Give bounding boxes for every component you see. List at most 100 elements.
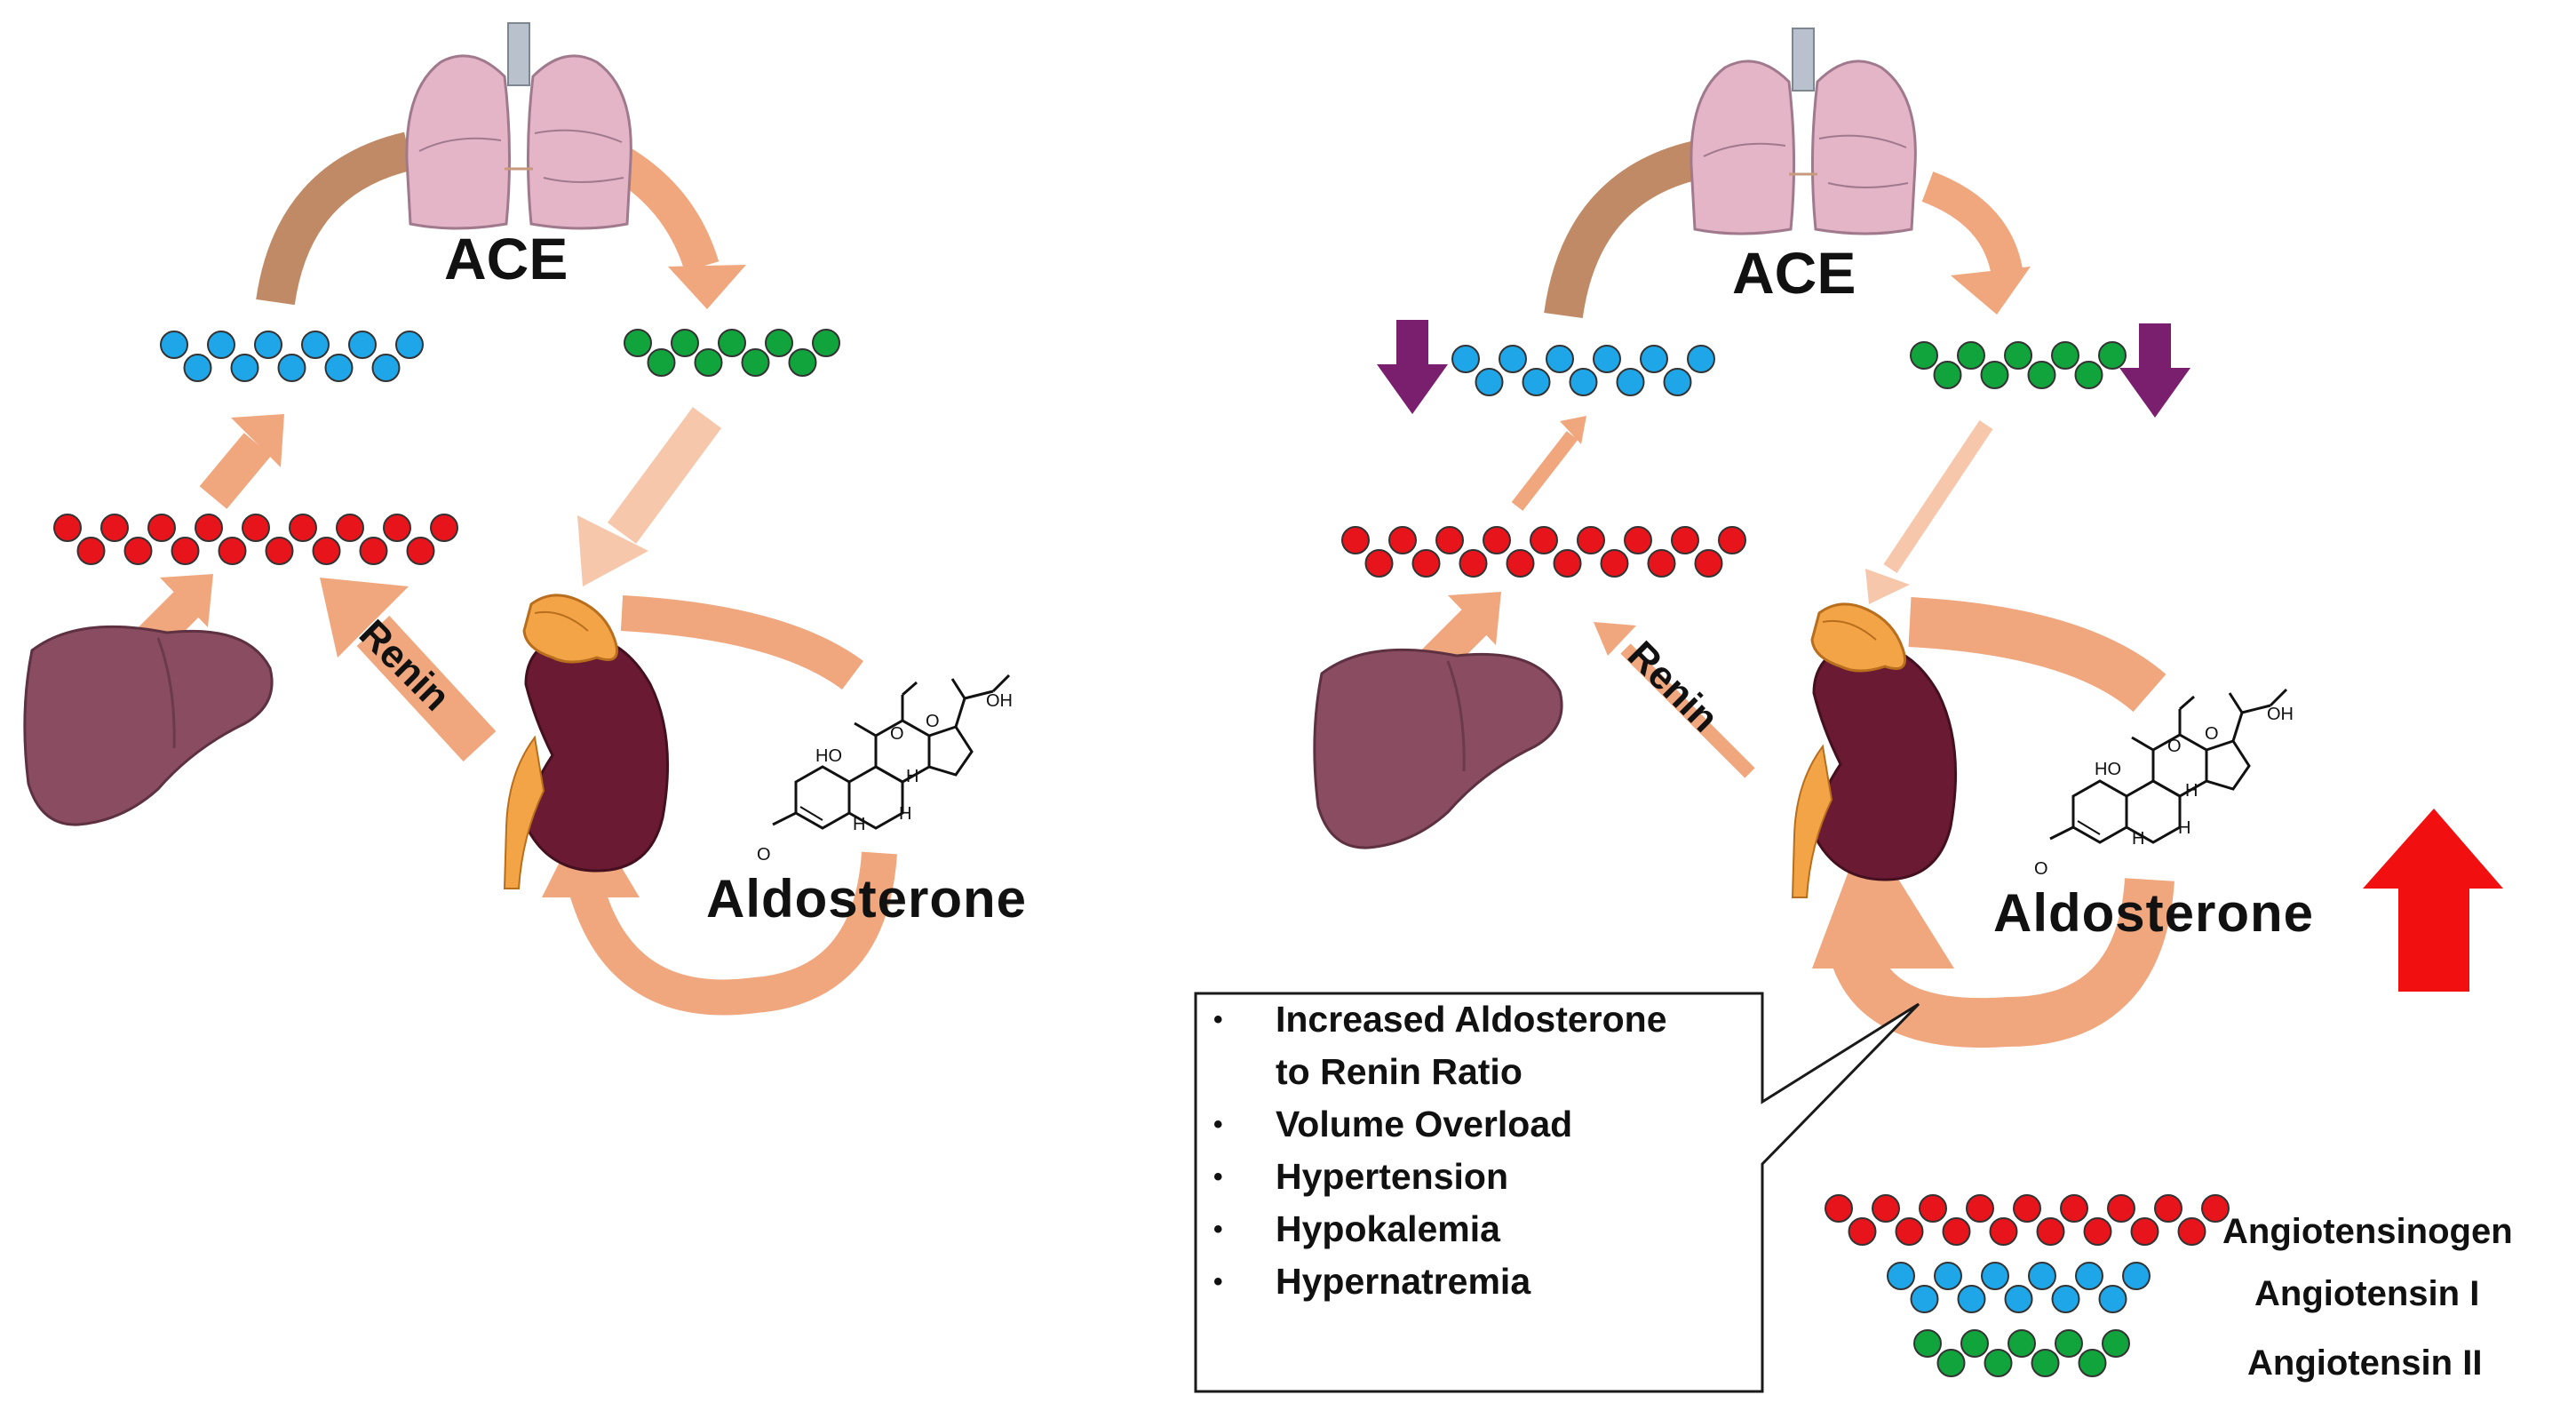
- lung-icon-right: [1690, 27, 1917, 235]
- angiotensin-ii-residue: [718, 329, 746, 357]
- arrowhead-to-adrenal-left: [577, 515, 648, 586]
- angiotensin-ii-residue: [741, 348, 770, 377]
- arrow-aldosterone-loop-right: [1833, 877, 2174, 1048]
- molecule-atom-labels-left: OH HO O O O H H H: [757, 691, 1013, 865]
- angiotensin-i-residue: [1522, 368, 1551, 396]
- angiotensin-i-residue: [1616, 368, 1645, 396]
- legend-angiotensinogen-residue: [1989, 1217, 2018, 1246]
- angiotensin-ii-residue: [2098, 341, 2127, 370]
- angiotensinogen-residue: [218, 537, 247, 565]
- angiotensinogen-residue: [1530, 526, 1558, 554]
- arrow-aldosterone-loop-left: [568, 851, 897, 1016]
- legend-angiotensinogen-residue: [1825, 1194, 1853, 1223]
- svg-text:H: H: [853, 815, 865, 834]
- angiotensinogen-residue: [1718, 526, 1746, 554]
- angiotensin-i-residue: [1499, 345, 1527, 373]
- ace-label-right: ACE: [1732, 240, 1856, 306]
- angiotensinogen-residue: [1483, 526, 1511, 554]
- legend-angiotensin-i-residue: [1887, 1262, 1915, 1290]
- angiotensinogen-residue: [1388, 526, 1417, 554]
- angiotensinogen-residue: [265, 537, 294, 565]
- effect-item: Hypokalemia: [1196, 1203, 1755, 1256]
- effect-item: Increased Aldosterone to Renin Ratio: [1196, 993, 1693, 1098]
- svg-text:O: O: [2205, 724, 2219, 744]
- angiotensinogen-residue: [123, 537, 153, 565]
- effect-item: Hypertension: [1196, 1151, 1755, 1203]
- legend-angiotensin-ii-residue: [2055, 1329, 2083, 1358]
- angiotensin-ii-residue: [788, 348, 817, 377]
- angiotensin-ii-residue: [1980, 361, 2009, 389]
- arrow-ace-to-angiotensin-ii-right: [1921, 171, 2023, 279]
- angiotensinogen-chain-right: [1341, 526, 1746, 578]
- angiotensin-ii-residue: [812, 329, 840, 357]
- legend-angiotensin-i-residue: [2098, 1285, 2127, 1313]
- legend-angiotensinogen-residue: [2083, 1217, 2112, 1246]
- arrow-angiotensin-ii-to-adrenal: [607, 407, 722, 544]
- arrowhead-loop-right: [1812, 826, 1954, 969]
- legend-angiotensinogen-residue: [1872, 1194, 1900, 1223]
- angiotensin-ii-residue: [671, 329, 699, 357]
- legend-angiotensin-i-residue: [2028, 1262, 2056, 1290]
- down-arrow-angiotensin-i-icon: [1377, 320, 1448, 414]
- angiotensinogen-residue: [1600, 549, 1629, 578]
- steroid-molecule-icon-right: [2048, 688, 2288, 844]
- arrowhead-to-angiotensinogen-right: [1448, 592, 1501, 645]
- legend-angiotensin-i-residue: [2075, 1262, 2103, 1290]
- legend-angiotensin-ii-residue: [1913, 1329, 1942, 1358]
- svg-text:OH: OH: [986, 691, 1013, 711]
- legend-angiotensin-ii-residue: [2031, 1349, 2060, 1377]
- effect-item: Hypernatremia: [1196, 1256, 1755, 1308]
- angiotensinogen-residue: [1553, 549, 1582, 578]
- angiotensin-i-residue: [230, 354, 259, 382]
- angiotensinogen-residue: [147, 514, 176, 542]
- legend-angiotensinogen-residue: [2107, 1194, 2135, 1223]
- svg-text:O: O: [2167, 737, 2182, 756]
- angiotensin-ii-residue: [624, 329, 652, 357]
- angiotensin-ii-chain-right: [1910, 341, 2127, 389]
- angiotensin-ii-residue: [647, 348, 676, 377]
- angiotensinogen-residue: [242, 514, 270, 542]
- angiotensinogen-residue: [336, 514, 364, 542]
- angiotensin-i-residue: [160, 331, 188, 359]
- angiotensin-i-residue: [1687, 345, 1715, 373]
- angiotensin-i-residue: [301, 331, 330, 359]
- down-arrow-angiotensin-ii-icon: [2119, 323, 2190, 418]
- angiotensin-ii-residue: [1957, 341, 1985, 370]
- legend-angiotensinogen-swatch: [1825, 1194, 2230, 1246]
- aldosterone-label-left: Aldosterone: [706, 869, 1027, 929]
- legend-angiotensin-ii-residue: [2102, 1329, 2130, 1358]
- liver-icon: [23, 625, 274, 826]
- legend-angiotensinogen-residue: [2177, 1217, 2206, 1246]
- angiotensin-i-residue: [1451, 345, 1480, 373]
- legend-angiotensin-i-residue: [1910, 1285, 1939, 1313]
- lung-icon: [405, 21, 632, 230]
- svg-text:O: O: [757, 845, 771, 865]
- arrow-angiotensinogen-to-angiotensin-i: [199, 433, 272, 509]
- arrowhead-renin-left: [320, 578, 409, 658]
- svg-text:H: H: [2132, 829, 2144, 849]
- legend-angiotensin-i-residue: [1957, 1285, 1986, 1313]
- legend-angiotensin-i-residue: [1934, 1262, 1962, 1290]
- angiotensinogen-residue: [53, 514, 82, 542]
- legend-angiotensinogen-residue: [2060, 1194, 2088, 1223]
- angiotensin-ii-residue: [2074, 361, 2103, 389]
- svg-text:O: O: [2034, 859, 2048, 879]
- angiotensin-i-residue: [277, 354, 306, 382]
- svg-text:H: H: [899, 804, 911, 824]
- legend-angiotensin-i-residue: [2122, 1262, 2151, 1290]
- ace-label-left: ACE: [444, 226, 568, 291]
- arrowhead-to-angiotensin-i-right: [1560, 416, 1586, 444]
- kidney-icon: [503, 594, 670, 890]
- angiotensin-ii-residue: [2004, 341, 2032, 370]
- effect-item: Volume Overload: [1196, 1098, 1755, 1151]
- liver-icon-right: [1313, 648, 1563, 849]
- arrow-kidney-to-aldosterone-left: [620, 595, 863, 690]
- angiotensinogen-residue: [195, 514, 223, 542]
- svg-text:H: H: [2185, 781, 2198, 801]
- renin-label-left: Renin: [351, 611, 458, 719]
- angiotensinogen-residue: [312, 537, 341, 565]
- angiotensin-i-residue: [1663, 368, 1692, 396]
- legend-angiotensinogen-residue: [1848, 1217, 1877, 1246]
- angiotensinogen-residue: [383, 514, 411, 542]
